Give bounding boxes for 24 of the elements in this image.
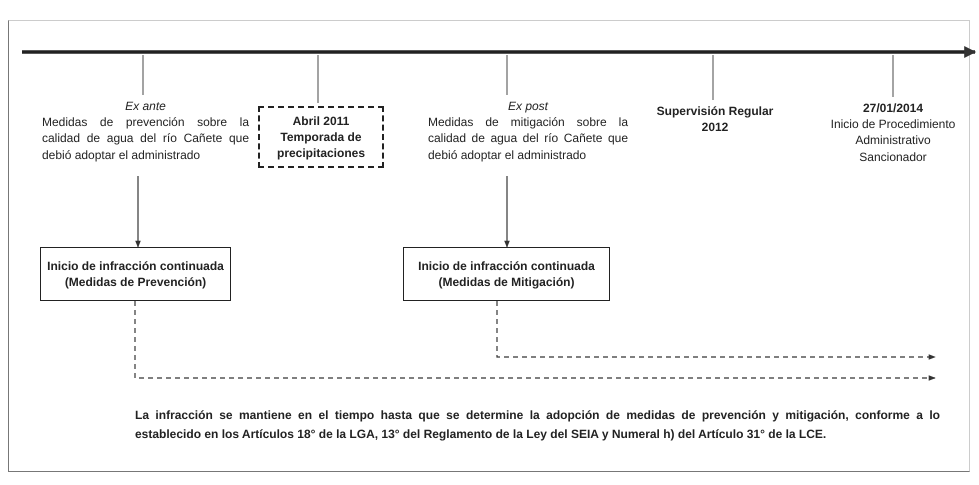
event-text: Abril 2011 xyxy=(292,112,350,129)
process-box xyxy=(403,247,610,301)
event-text: Temporada de precipitaciones xyxy=(276,128,366,162)
note-text: La infracción se mantiene en el tiempo hasta que se determine la adopción de medidas de prevención y mitigación, conforme a lo establecido en los Artículos 18° de la LGA, 13° del Reglamento de la Ley del SEIA y Numeral h) del Artículo 31° de la LCE. xyxy=(135,407,940,443)
event-text: Inicio de infracción continuada (Medidas de Mitigación) xyxy=(417,258,596,290)
tick-line xyxy=(892,55,894,97)
tick-line xyxy=(506,55,508,95)
arrow xyxy=(504,176,510,248)
tick-line xyxy=(142,55,144,95)
event-text: Medidas de mitigación sobre la calidad de agua del río Cañete que debió adoptar el administrado xyxy=(428,114,628,163)
event-text: Inicio de Procedimiento Administrativo Sancionador xyxy=(830,116,956,165)
event-text: Supervisión Regular 2012 xyxy=(656,103,774,136)
arrow xyxy=(134,301,936,381)
event-heading: Ex ante xyxy=(124,98,167,114)
event-text: Inicio de infracción continuada (Medidas de Prevención) xyxy=(47,258,224,290)
arrow xyxy=(496,301,936,360)
dashed-event-box xyxy=(258,106,384,168)
event-heading: Ex post xyxy=(506,98,550,114)
event-text: Medidas de prevención sobre la calidad de agua del río Cañete que debió adoptar el administrado xyxy=(42,114,249,163)
arrow xyxy=(135,176,141,248)
event-text: 27/01/2014 xyxy=(862,100,924,116)
tick-line xyxy=(317,55,319,103)
tick-line xyxy=(712,55,714,100)
process-box xyxy=(40,247,231,301)
